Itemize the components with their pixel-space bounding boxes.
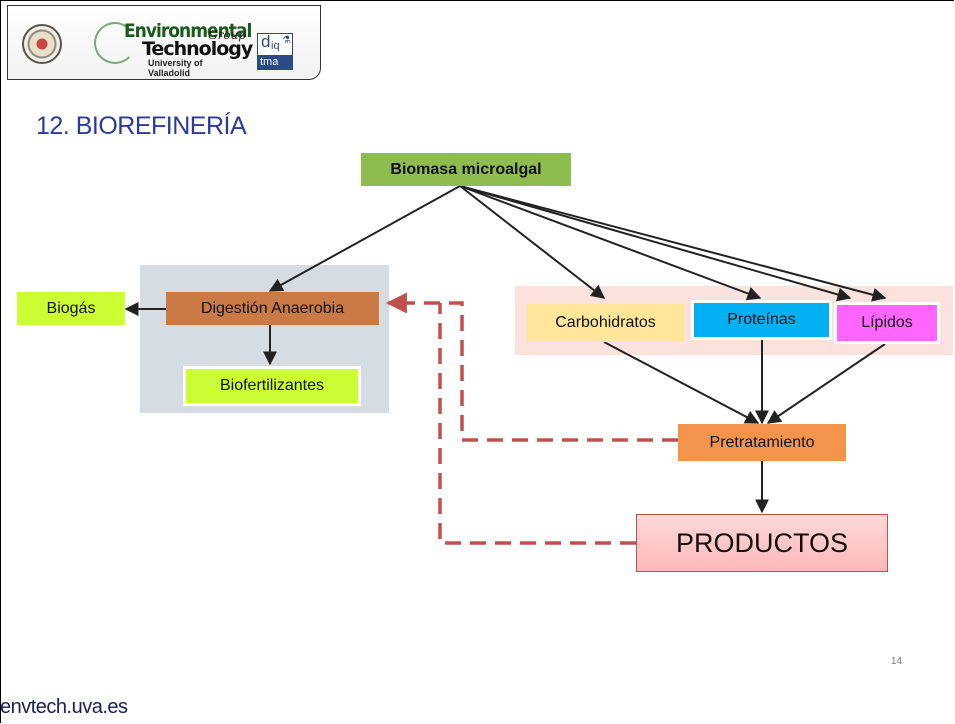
diq-symbol-icon: ⚗ bbox=[282, 35, 291, 46]
node-carbohidratos: Carbohidratos bbox=[527, 304, 684, 342]
header-logo-bar: Environmental Group Technology Universit… bbox=[7, 5, 321, 80]
logo-line-university: University of Valladolid bbox=[148, 58, 203, 78]
slide-title: 12. BIOREFINERÍA bbox=[36, 112, 247, 140]
logo-line-environmental: Environmental bbox=[124, 20, 252, 42]
node-biomasa-microalgal: Biomasa microalgal bbox=[361, 153, 571, 186]
logo-line-technology: Technology bbox=[142, 38, 253, 60]
node-biofertilizantes-label: Biofertilizantes bbox=[219, 377, 325, 394]
dashed-return-from-productos bbox=[438, 303, 636, 545]
node-biofertilizantes: Biofertilizantes bbox=[183, 366, 361, 406]
leaf-mark-icon bbox=[94, 22, 136, 64]
environmental-technology-logo: Environmental Group Technology Universit… bbox=[94, 18, 253, 78]
arrow-biomasa-to-lipidos-2 bbox=[459, 185, 852, 302]
node-proteinas: Proteínas bbox=[691, 300, 832, 340]
diq-d-letter: d bbox=[261, 32, 271, 51]
arrow-biomasa-to-carbohidratos bbox=[459, 185, 606, 299]
arrow-carbohidratos-to-pretratamiento bbox=[603, 341, 760, 424]
node-biogas-label: Biogás bbox=[46, 299, 96, 317]
node-biomasa-label: Biomasa microalgal bbox=[390, 160, 542, 178]
diq-tma-logo: d iq ⚗ tma bbox=[257, 32, 293, 70]
arrow-biomasa-to-lipidos-1 bbox=[459, 185, 887, 302]
arrow-lipidos-to-pretratamiento bbox=[766, 343, 886, 424]
university-seal-icon bbox=[22, 24, 62, 64]
diq-tma-letters: tma bbox=[258, 55, 292, 69]
logo-group-word: Group bbox=[208, 28, 246, 42]
node-productos-label: PRODUCTOS bbox=[675, 527, 849, 558]
node-proteinas-label: Proteínas bbox=[727, 311, 796, 328]
node-digestion-anaerobia: Digestión Anaerobia bbox=[166, 292, 379, 325]
node-carbohidratos-label: Carbohidratos bbox=[555, 314, 656, 331]
node-pretratamiento: Pretratamiento bbox=[678, 424, 846, 461]
footer-url: envtech.uva.es bbox=[0, 696, 128, 718]
page-number: 14 bbox=[891, 656, 903, 667]
dashed-return-from-pretratamiento bbox=[385, 292, 678, 442]
node-pretratamiento-label: Pretratamiento bbox=[709, 433, 815, 451]
node-lipidos: Lípidos bbox=[834, 302, 940, 344]
arrow-biomasa-to-proteinas bbox=[459, 185, 762, 301]
diq-iq-letters: iq bbox=[271, 40, 280, 52]
node-biogas: Biogás bbox=[17, 292, 125, 325]
arrow-biomasa-to-digestion bbox=[268, 185, 461, 292]
node-lipidos-label: Lípidos bbox=[861, 314, 913, 331]
node-productos: PRODUCTOS bbox=[636, 514, 888, 572]
node-digestion-label: Digestión Anaerobia bbox=[200, 299, 345, 317]
